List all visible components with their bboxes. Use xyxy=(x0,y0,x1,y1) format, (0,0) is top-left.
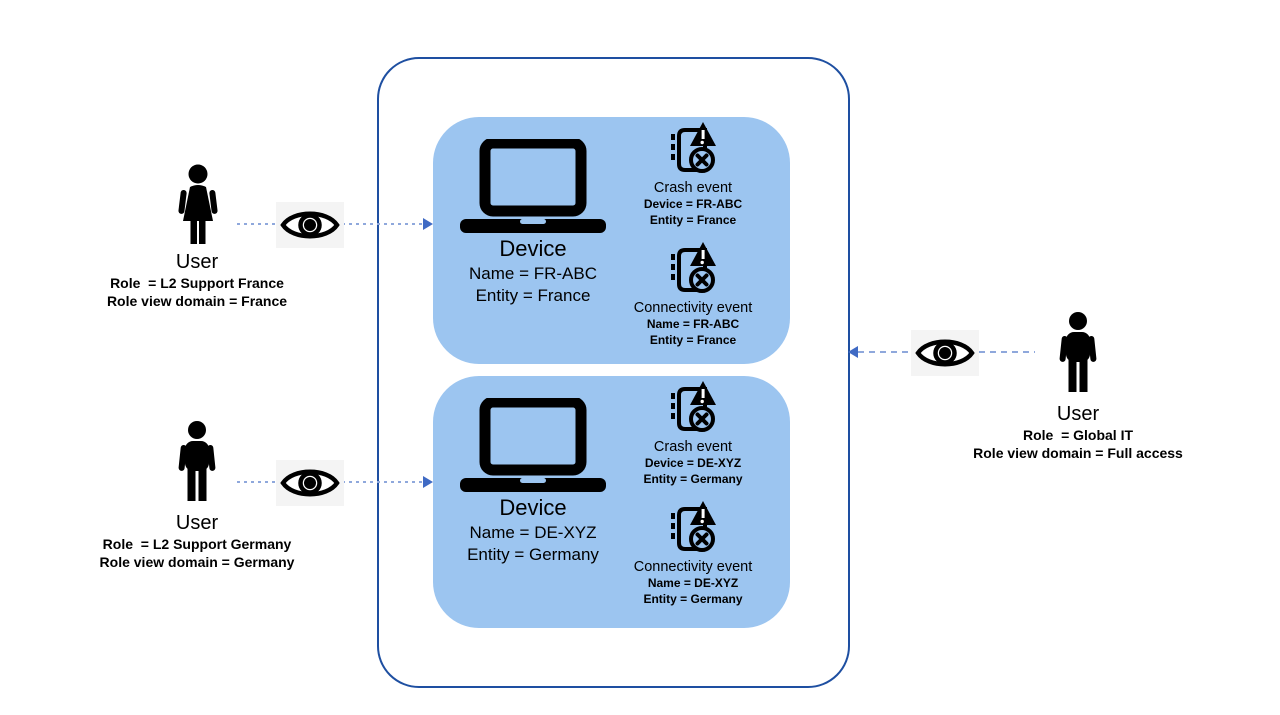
event-line1: Device = DE-XYZ xyxy=(644,456,742,471)
user-role: Role = L2 Support France xyxy=(110,275,284,291)
device-card-france: Device Name = FR-ABC Entity = France xyxy=(433,117,790,364)
user-label: User xyxy=(175,251,219,273)
event-line1: Device = FR-ABC xyxy=(643,197,743,212)
user-block-global-it: User Role = Global IT Role view domain =… xyxy=(928,402,1228,462)
device-title: Device xyxy=(499,495,567,520)
event-line1: Name = FR-ABC xyxy=(646,317,740,332)
user-role: Role = Global IT xyxy=(1022,427,1134,443)
user-domain: Role view domain = Full access xyxy=(973,445,1183,462)
female-person-icon xyxy=(170,164,226,253)
user-label: User xyxy=(1056,403,1100,425)
user-domain: Role view domain = Germany xyxy=(99,554,295,571)
male-person-icon xyxy=(171,421,223,508)
user-role: Role = L2 Support Germany xyxy=(102,536,292,552)
crash-event-france: Crash event Device = FR-ABC Entity = Fra… xyxy=(603,122,783,229)
event-line2: Entity = France xyxy=(649,333,737,348)
event-line2: Entity = France xyxy=(649,213,737,228)
user-block-france: User Role = L2 Support France Role view … xyxy=(47,250,347,310)
event-line2: Entity = Germany xyxy=(643,472,743,487)
event-title: Connectivity event xyxy=(633,559,753,575)
event-line2: Entity = Germany xyxy=(643,592,743,607)
event-line1: Name = DE-XYZ xyxy=(647,576,739,591)
device-name: Name = DE-XYZ xyxy=(469,522,597,542)
device-entity: Entity = Germany xyxy=(467,544,599,564)
error-event-log-icon xyxy=(669,501,717,557)
error-event-log-icon xyxy=(669,381,717,437)
view-access-eye-icon xyxy=(911,330,979,376)
arrowhead-germany xyxy=(423,476,433,488)
error-event-log-icon xyxy=(669,242,717,298)
device-entity: Entity = France xyxy=(475,285,591,305)
device-title: Device xyxy=(499,236,567,261)
device-card-germany: Device Name = DE-XYZ Entity = Germany xyxy=(433,376,790,628)
connectivity-event-germany: Connectivity event Name = DE-XYZ Entity … xyxy=(603,501,783,608)
error-event-log-icon xyxy=(669,122,717,178)
user-label: User xyxy=(175,512,219,534)
device-name: Name = FR-ABC xyxy=(469,263,597,283)
arrowhead-france xyxy=(423,218,433,230)
user-domain: Role view domain = France xyxy=(106,293,288,310)
crash-event-germany: Crash event Device = DE-XYZ Entity = Ger… xyxy=(603,381,783,488)
event-title: Crash event xyxy=(653,439,733,455)
event-title: Connectivity event xyxy=(633,300,753,316)
laptop-icon xyxy=(458,396,608,496)
event-title: Crash event xyxy=(653,180,733,196)
connectivity-event-france: Connectivity event Name = FR-ABC Entity … xyxy=(603,242,783,349)
laptop-icon xyxy=(458,137,608,237)
user-block-germany: User Role = L2 Support Germany Role view… xyxy=(47,511,347,571)
male-person-icon xyxy=(1052,312,1104,399)
arrowhead-global xyxy=(848,346,858,358)
view-access-eye-icon xyxy=(276,460,344,506)
view-access-eye-icon xyxy=(276,202,344,248)
